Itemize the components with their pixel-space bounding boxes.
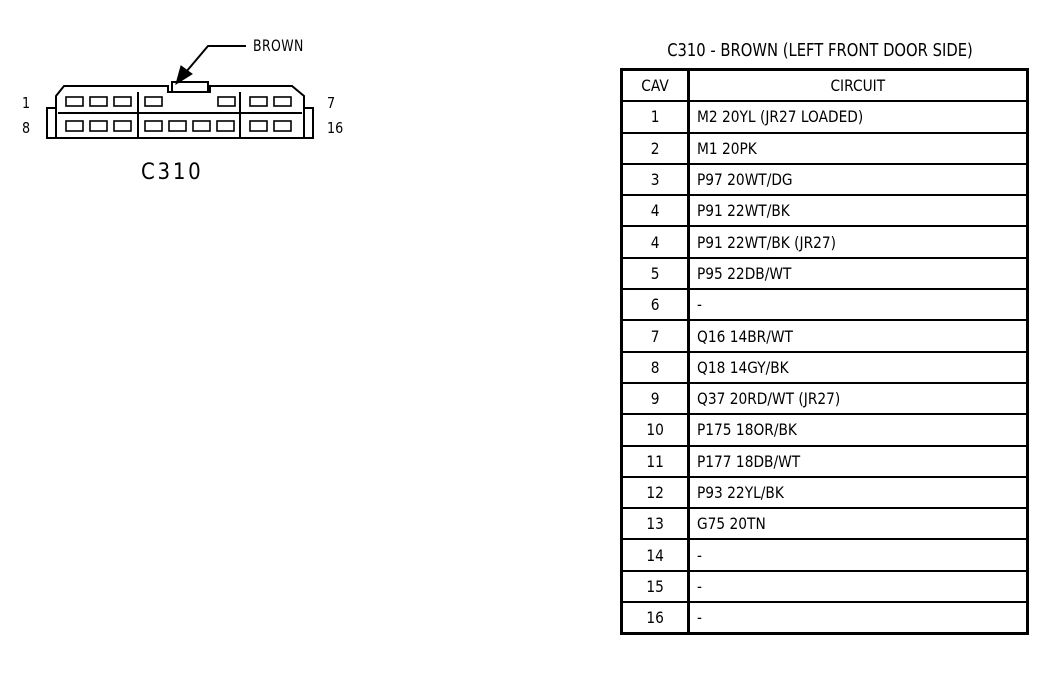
cell-circuit: - bbox=[687, 569, 1029, 604]
cell-circuit: Q16 14BR/WT bbox=[687, 319, 1029, 353]
cell-circuit: P175 18OR/BK bbox=[687, 413, 1029, 447]
left-latch bbox=[46, 107, 57, 139]
connector-lock-tab bbox=[171, 81, 209, 93]
cell-circuit: P91 22WT/BK (JR27) bbox=[687, 225, 1029, 259]
cavity-7 bbox=[273, 96, 292, 107]
cavity-9 bbox=[89, 120, 108, 132]
cavity-16 bbox=[273, 120, 292, 132]
cavity-2 bbox=[89, 96, 108, 107]
right-latch bbox=[303, 107, 314, 139]
callout-arrowhead bbox=[175, 65, 193, 86]
table-header-row: CAV CIRCUIT bbox=[620, 68, 1029, 103]
connector-body bbox=[55, 85, 305, 139]
cell-cav: 11 bbox=[620, 444, 690, 478]
pin-label-top-right: 7 bbox=[327, 94, 336, 112]
cell-cav: 13 bbox=[620, 507, 690, 541]
cell-circuit: G75 20TN bbox=[687, 507, 1029, 541]
cell-cav: 3 bbox=[620, 162, 690, 197]
cell-cav: 6 bbox=[620, 288, 690, 322]
cell-circuit: - bbox=[687, 538, 1029, 572]
table-title: C310 - BROWN (LEFT FRONT DOOR SIDE) bbox=[667, 40, 973, 61]
pin-label-bottom-right: 16 bbox=[327, 119, 344, 137]
cell-circuit: M1 20PK bbox=[687, 131, 1029, 165]
cell-circuit: - bbox=[687, 601, 1029, 635]
cell-circuit: Q18 14GY/BK bbox=[687, 350, 1029, 384]
cell-cav: 14 bbox=[620, 538, 690, 572]
table-row: 15- bbox=[620, 569, 1029, 604]
callout-leader-line bbox=[185, 45, 246, 73]
cavity-12 bbox=[168, 120, 187, 132]
cell-circuit: Q37 20RD/WT (JR27) bbox=[687, 381, 1029, 416]
cavity-6 bbox=[249, 96, 268, 107]
cavity-14 bbox=[216, 120, 235, 132]
cell-cav: 4 bbox=[620, 194, 690, 228]
cell-cav: 9 bbox=[620, 381, 690, 416]
cell-cav: 10 bbox=[620, 413, 690, 447]
cavity-8 bbox=[65, 120, 84, 132]
cavity-3 bbox=[113, 96, 132, 107]
cavity-10 bbox=[113, 120, 132, 132]
cell-cav: 7 bbox=[620, 319, 690, 353]
cavity-13 bbox=[192, 120, 211, 132]
cell-circuit: P91 22WT/BK bbox=[687, 194, 1029, 228]
cell-circuit: P93 22YL/BK bbox=[687, 475, 1029, 510]
cell-cav: 16 bbox=[620, 601, 690, 635]
cell-circuit: P97 20WT/DG bbox=[687, 162, 1029, 197]
cell-circuit: - bbox=[687, 288, 1029, 322]
header-cav: CAV bbox=[620, 68, 690, 103]
table-row: 6- bbox=[620, 288, 1029, 322]
cell-cav: 15 bbox=[620, 569, 690, 604]
connector-color-callout: BROWN bbox=[253, 36, 304, 55]
cavity-11 bbox=[144, 120, 163, 132]
cell-cav: 4 bbox=[620, 225, 690, 259]
cell-cav: 1 bbox=[620, 100, 690, 134]
connector-name: C310 bbox=[141, 160, 204, 185]
cell-circuit: M2 20YL (JR27 LOADED) bbox=[687, 100, 1029, 134]
cell-cav: 2 bbox=[620, 131, 690, 165]
pin-label-bottom-left: 8 bbox=[22, 119, 31, 137]
cavity-15 bbox=[249, 120, 268, 132]
cavity-4 bbox=[144, 96, 163, 107]
cavity-group bbox=[65, 96, 292, 132]
cell-circuit: P177 18DB/WT bbox=[687, 444, 1029, 478]
pin-label-top-left: 1 bbox=[22, 94, 31, 112]
cell-circuit: P95 22DB/WT bbox=[687, 256, 1029, 291]
cell-cav: 5 bbox=[620, 256, 690, 291]
cavity-1 bbox=[65, 96, 84, 107]
cell-cav: 8 bbox=[620, 350, 690, 384]
cell-cav: 12 bbox=[620, 475, 690, 510]
table-row: 14- bbox=[620, 538, 1029, 572]
header-circuit: CIRCUIT bbox=[687, 68, 1029, 103]
table-row: 16- bbox=[620, 601, 1029, 635]
cavity-5 bbox=[217, 96, 236, 107]
connector-c310-drawing bbox=[46, 45, 314, 139]
